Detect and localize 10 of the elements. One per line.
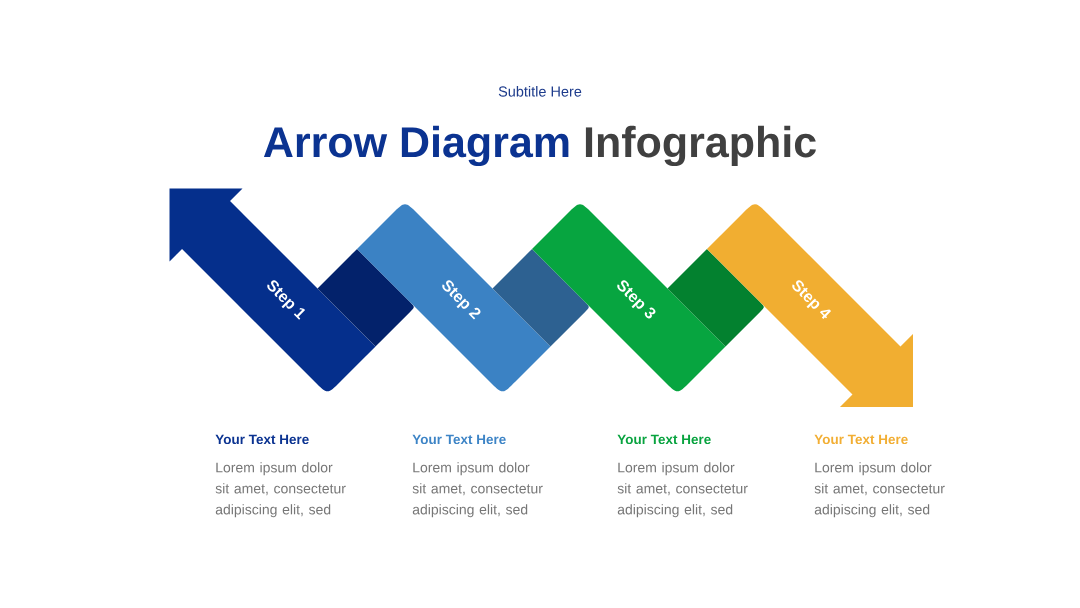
body-text: Lorem ipsum dolor sit amet, consectetur adipiscing elit, sed	[412, 462, 543, 518]
body-text: Lorem ipsum dolor sit amet, consectetur adipiscing elit, sed	[814, 462, 945, 518]
title: Arrow Diagram Infographic	[263, 125, 816, 167]
column-heading: Your Text Here	[412, 434, 506, 445]
body-text: Lorem ipsum dolor sit amet, consectetur adipiscing elit, sed	[215, 462, 346, 518]
column-heading: Your Text Here	[617, 434, 711, 445]
subtitle: Subtitle Here	[498, 86, 582, 97]
column-heading: Your Text Here	[215, 434, 309, 445]
column-heading: Your Text Here	[814, 434, 908, 445]
body-text: Lorem ipsum dolor sit amet, consectetur adipiscing elit, sed	[617, 462, 748, 518]
